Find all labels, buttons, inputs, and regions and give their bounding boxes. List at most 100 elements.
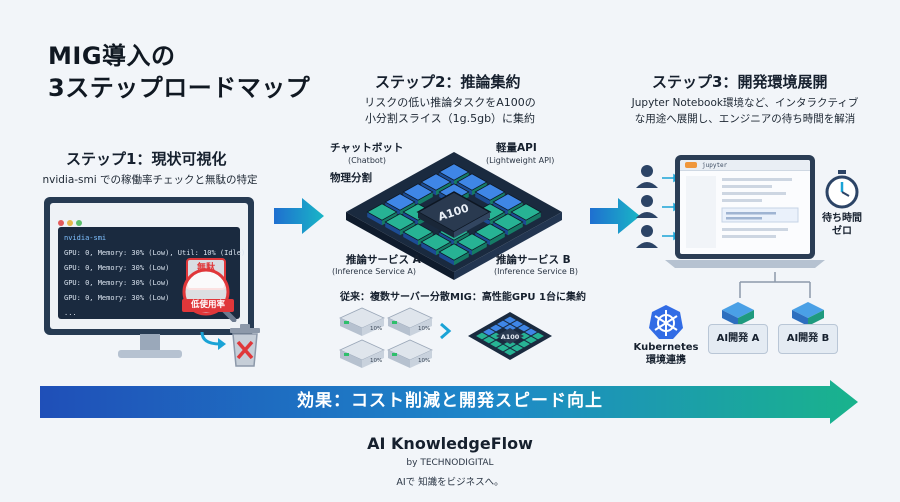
label-chatbot-sub: (Chatbot)	[348, 156, 387, 165]
low-usage-badge: 低使用率	[182, 299, 234, 312]
gpu-slice-tile-side	[472, 242, 487, 256]
server-util-label: 10%	[370, 326, 382, 332]
label-lightweight-api-sub: (Lightweight API)	[486, 156, 555, 165]
gpu-slice-tile-side	[421, 242, 436, 256]
gpu-slice-tile	[420, 233, 452, 251]
gpu-slice-tile	[366, 203, 398, 221]
kubernetes-label: Kubernetes 環境連携	[633, 342, 699, 366]
gpu-slice-tile-side	[454, 252, 469, 266]
magnifier-icon	[182, 268, 237, 322]
label-inference-a-sub: (Inference Service A)	[332, 267, 416, 276]
legacy-servers: 10% 10% 10% 10%	[339, 307, 433, 368]
gpu-slice-tile	[474, 223, 506, 241]
gpu-slice-tile	[492, 193, 524, 211]
mini-slice-tile	[525, 328, 537, 336]
server-icon: 10%	[387, 307, 433, 336]
mini-slice-tile	[504, 316, 516, 324]
label-chatbot: チャットボット	[330, 142, 404, 154]
gpu-slice-tile-side	[403, 232, 418, 246]
gpu-slice-tile	[456, 233, 488, 251]
mini-chip-label: A100	[501, 333, 520, 341]
mini-slice-tile	[497, 320, 509, 328]
terminal-line: ...	[64, 309, 77, 317]
cube-icon	[792, 302, 824, 326]
brand-by: by TECHNODIGITAL	[406, 458, 494, 468]
gpu-slice-tile-side	[526, 212, 541, 226]
step2-description: リスクの低い推論タスクをA100の 小分割スライス（1g.5gb）に集約	[364, 96, 536, 125]
gpu-slice-tile	[456, 173, 488, 191]
server-util-label: 10%	[370, 358, 382, 364]
mini-slice-tile	[511, 344, 523, 352]
gpu-slice-tile	[402, 223, 434, 241]
gpu-slice-tile-side	[508, 222, 523, 236]
laptop-base-icon	[665, 260, 825, 268]
dev-container-b: AI開発 B	[776, 300, 840, 360]
close-dot-icon	[58, 220, 64, 226]
terminal-line: GPU: 0, Memory: 30% (Low)	[64, 279, 170, 287]
mini-slice-tile	[525, 336, 537, 344]
label-after: MIG：高性能GPU 1台に集約	[450, 292, 586, 303]
brand-name: AI KnowledgeFlow	[367, 434, 533, 453]
gpu-slice-tile	[474, 183, 506, 201]
stopwatch-icon	[825, 170, 859, 209]
window-controls	[58, 211, 85, 230]
trash-can-icon	[230, 324, 260, 367]
terminal-line: GPU: 0, Memory: 30% (Low), Util: 10% (Id…	[64, 249, 246, 257]
dev-b-label: AI開発 B	[778, 324, 838, 354]
jupyter-logo-icon	[685, 162, 697, 168]
monitor-stand-icon	[118, 334, 182, 358]
gpu-slice-tile	[438, 243, 470, 261]
terminal-command: nvidia-smi	[64, 234, 107, 242]
dev-a-label: AI開発 A	[708, 324, 768, 354]
server-icon: 10%	[387, 339, 433, 368]
label-physical-partition: 物理分割	[330, 172, 372, 184]
gpu-slice-tile	[402, 183, 434, 201]
chevron-right-icon	[440, 322, 452, 340]
step2-heading: ステップ2：推論集約	[375, 73, 521, 91]
gpu-slice-tile-side	[475, 192, 490, 206]
gpu-slice-tile-side	[490, 232, 505, 246]
jupyter-app-name: jupyter	[702, 162, 728, 169]
mini-slice-tile	[490, 324, 502, 332]
mini-slice-tile	[532, 332, 544, 340]
next-step-arrow-icon	[590, 198, 640, 234]
server-util-label: 10%	[418, 326, 430, 332]
maximize-dot-icon	[76, 220, 82, 226]
step3-description: Jupyter Notebook環境など、インタラクティブ な用途へ展開し、エン…	[631, 97, 859, 125]
label-lightweight-api: 軽量API	[496, 142, 537, 154]
cube-icon	[722, 302, 754, 326]
brand-tagline: AIで 知識をビジネスへ。	[396, 477, 504, 488]
minimize-dot-icon	[67, 220, 73, 226]
dev-container-a: AI開発 A	[706, 300, 770, 360]
container-links-icon	[739, 272, 811, 298]
step3-heading: ステップ3：開発環境展開	[652, 73, 828, 91]
engineer-users-icon	[636, 165, 658, 248]
page-title: MIG導入の 3ステップロードマップ	[48, 42, 311, 102]
terminal-line: GPU: 0, Memory: 30% (Low)	[64, 294, 170, 302]
mini-slice-tile	[518, 324, 530, 332]
server-icon: 10%	[339, 339, 385, 368]
gpu-slice-tile	[384, 213, 416, 231]
gpu-slice-tile	[384, 193, 416, 211]
a100-chip-diagram: A100	[346, 152, 562, 280]
effect-banner	[40, 380, 858, 424]
mini-a100-chip: A100	[468, 312, 552, 360]
gpu-slice-tile	[438, 163, 470, 181]
gpu-slice-tile	[510, 203, 542, 221]
gpu-slice-tile-side	[385, 222, 400, 236]
gpu-slice-tile-side	[367, 212, 382, 226]
gpu-slice-tile-side	[439, 252, 454, 266]
next-step-arrow-icon	[274, 198, 324, 234]
mini-slice-tile	[483, 328, 495, 336]
step1-description: nvidia-smi での稼働率チェックと無駄の特定	[42, 174, 258, 186]
laptop: jupyter	[675, 155, 815, 259]
kubernetes-icon	[649, 305, 683, 339]
server-util-label: 10%	[418, 358, 430, 364]
label-inference-b-sub: (Inference Service B)	[494, 267, 578, 276]
label-before: 従来：複数サーバー分散	[340, 292, 450, 303]
gpu-slice-tile	[420, 173, 452, 191]
gpu-slice-tile-side	[418, 192, 433, 206]
label-inference-a: 推論サービス A	[346, 254, 421, 266]
notebook-code-icon	[686, 176, 799, 248]
zero-wait-label: 待ち時間 ゼロ	[822, 213, 862, 237]
